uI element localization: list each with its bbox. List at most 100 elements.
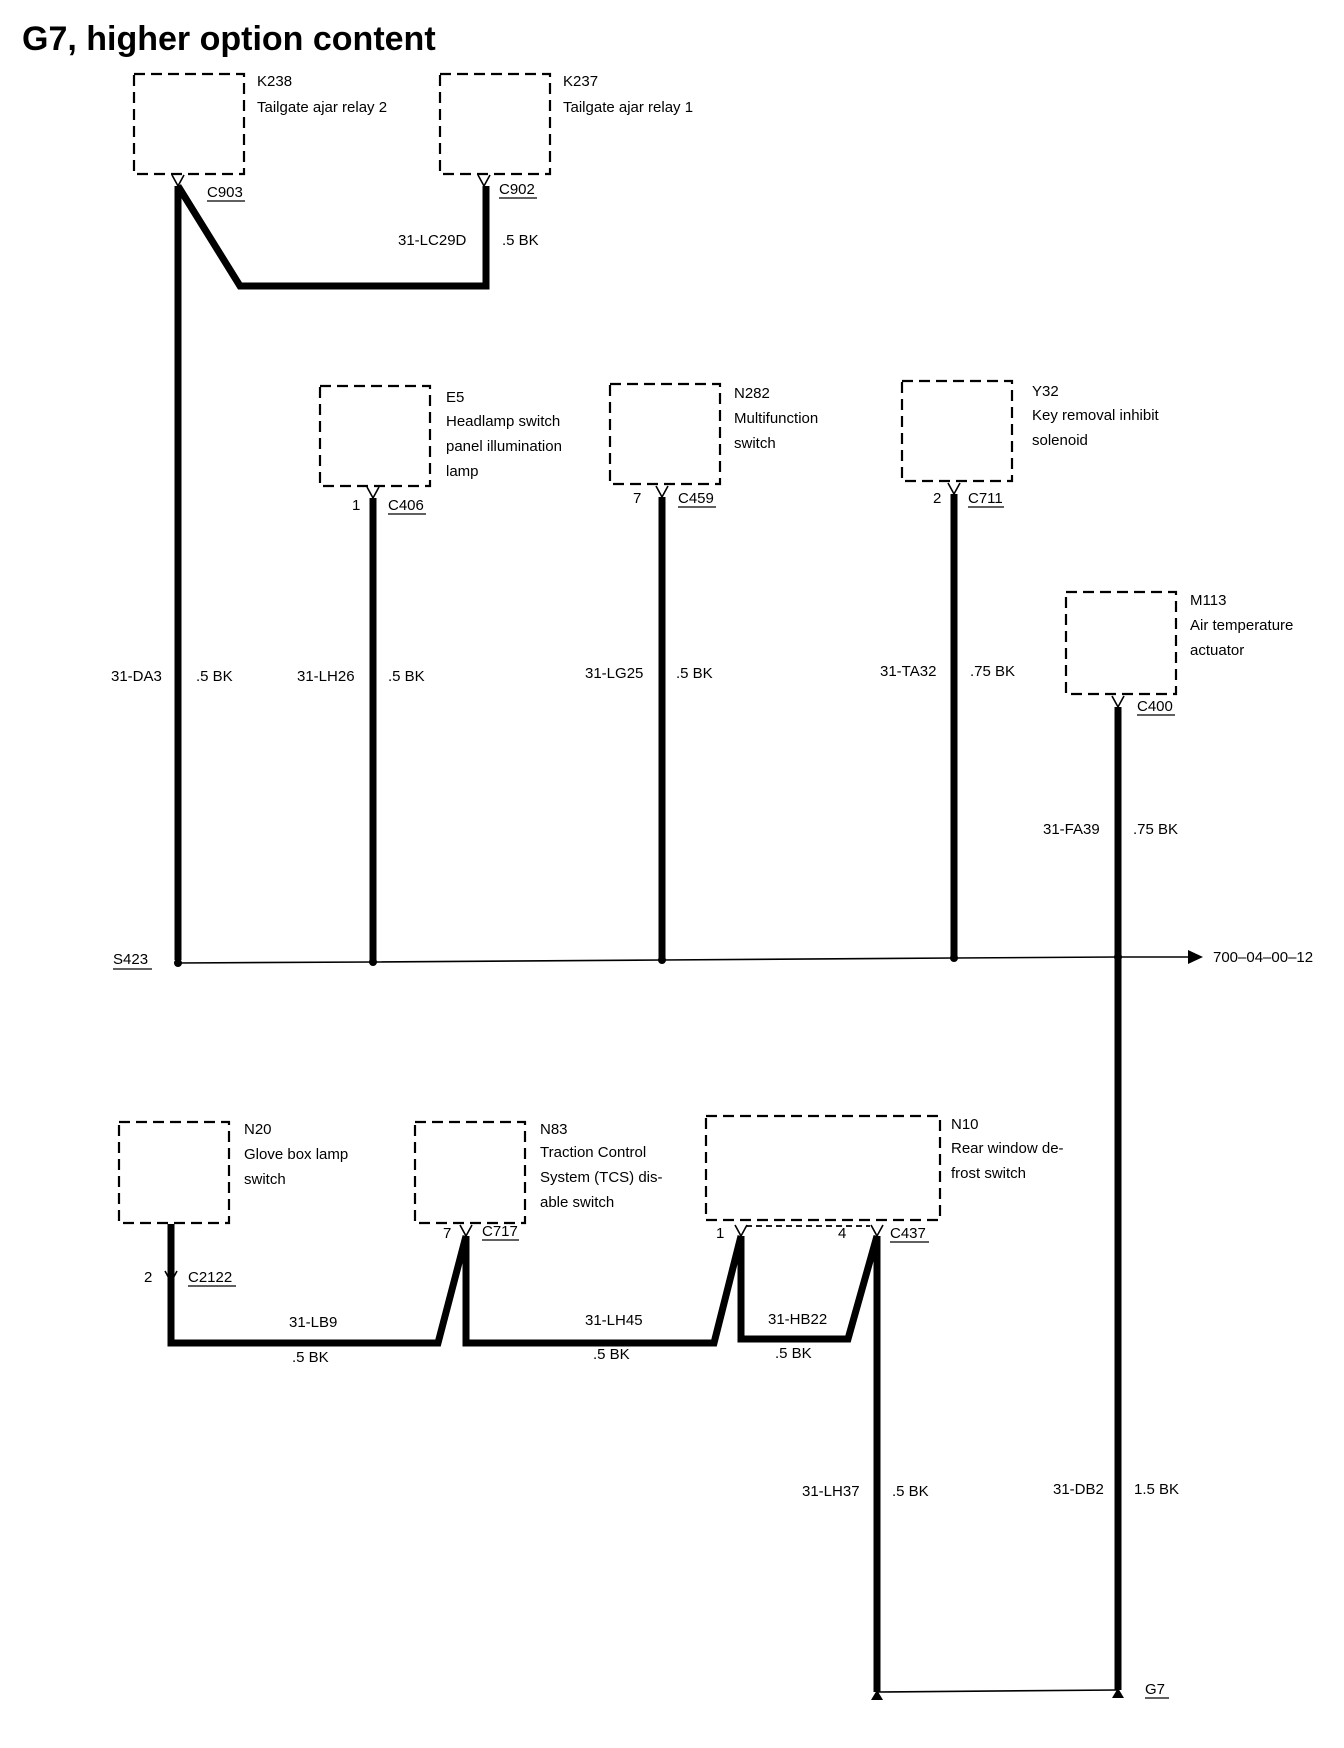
connector-c902-label: C902 (499, 181, 535, 198)
splice-s423-bus (177, 956, 1192, 964)
component-n282: N282 Multifunction switch (608, 382, 818, 486)
wire-31-lh37-code: 31-LH37 (802, 1483, 860, 1500)
component-n10-name-1: Rear window de- (951, 1140, 1064, 1157)
connector-c459-pin: 7 (633, 490, 641, 507)
component-n282-name-1: Multifunction (734, 410, 818, 427)
wire-31-lb9 (167, 1224, 470, 1347)
connector-c711-symbol (947, 482, 961, 496)
component-n282-name-2: switch (734, 435, 776, 452)
wire-31-fa39-code: 31-FA39 (1043, 821, 1100, 838)
component-y32-name-2: solenoid (1032, 432, 1088, 449)
component-m113: M113 Air temperature actuator (1064, 590, 1293, 696)
connector-c406-pin: 1 (352, 497, 360, 514)
wire-31-lc29d-size: .5 BK (502, 232, 539, 249)
component-k237-id: K237 (563, 73, 598, 90)
component-m113-name-1: Air temperature (1190, 617, 1293, 634)
component-n282-box (608, 382, 722, 486)
wire-31-lb9-size: .5 BK (292, 1349, 329, 1366)
connector-c437-pin4-symbol (870, 1224, 884, 1238)
component-k237-box (438, 72, 552, 176)
component-n10: N10 Rear window de- frost switch (704, 1114, 1064, 1222)
connector-c711-label: C711 (968, 490, 1003, 507)
component-n83-name-3: able switch (540, 1194, 614, 1211)
component-y32: Y32 Key removal inhibit solenoid (900, 379, 1160, 483)
wire-31-lg25-code: 31-LG25 (585, 665, 643, 682)
connector-c400-symbol (1111, 695, 1125, 709)
component-n20: N20 Glove box lamp switch (117, 1120, 348, 1225)
wire-31-db2-size: 1.5 BK (1134, 1481, 1179, 1498)
connector-c903-symbol (171, 174, 185, 188)
component-n20-box (117, 1120, 231, 1225)
ground-terminal-icon (871, 1690, 883, 1700)
component-k238-id: K238 (257, 73, 292, 90)
ground-g7-bus (876, 1689, 1119, 1693)
wire-31-da3-code: 31-DA3 (111, 668, 162, 685)
component-k238: K238 Tailgate ajar relay 2 (132, 72, 387, 176)
component-k238-name: Tailgate ajar relay 2 (257, 99, 387, 116)
connector-c711-pin: 2 (933, 490, 941, 507)
component-n20-name-2: switch (244, 1171, 286, 1188)
component-n20-id: N20 (244, 1121, 272, 1138)
wire-31-ta32-code: 31-TA32 (880, 663, 936, 680)
wire-31-lc29d (175, 184, 490, 290)
continuation-reference: 700–04–00–12 (1213, 949, 1313, 966)
page-title: G7, higher option content (22, 20, 436, 58)
connector-c2122-label: C2122 (188, 1269, 232, 1286)
component-k237-name: Tailgate ajar relay 1 (563, 99, 693, 116)
component-e5-name-3: lamp (446, 463, 479, 480)
component-n282-id: N282 (734, 385, 770, 402)
continuation-arrow-icon (1188, 950, 1203, 964)
component-y32-box (900, 379, 1014, 483)
component-n10-id: N10 (951, 1116, 979, 1133)
component-e5-box (318, 384, 432, 488)
wire-31-hb22-code: 31-HB22 (768, 1311, 827, 1328)
splice-s423-label: S423 (113, 951, 148, 968)
component-n10-name-2: frost switch (951, 1165, 1026, 1182)
wire-31-lh45 (462, 1235, 745, 1347)
connector-c717-label: C717 (482, 1223, 518, 1240)
wire-31-hb22-size: .5 BK (775, 1345, 812, 1362)
connector-c902-symbol (477, 174, 491, 188)
component-n83-name-2: System (TCS) dis- (540, 1169, 663, 1186)
wire-31-fa39-size: .75 BK (1133, 821, 1178, 838)
connector-c717-symbol (459, 1224, 473, 1238)
splice-dot (369, 958, 377, 966)
component-e5-id: E5 (446, 389, 464, 406)
component-n10-box (704, 1114, 942, 1222)
component-k237: K237 Tailgate ajar relay 1 (438, 72, 693, 176)
wire-31-hb22 (737, 1235, 881, 1343)
ground-terminal-icon (1112, 1688, 1124, 1698)
wire-31-lh26-size: .5 BK (388, 668, 425, 685)
component-n83-box (413, 1120, 527, 1225)
connector-c437-pin1-symbol (734, 1224, 748, 1238)
wire-31-lc29d-code: 31-LC29D (398, 232, 467, 249)
splice-dot (658, 956, 666, 964)
component-m113-id: M113 (1190, 592, 1226, 609)
component-y32-name-1: Key removal inhibit (1032, 407, 1160, 424)
connector-c406-label: C406 (388, 497, 424, 514)
connector-c717-pin: 7 (443, 1225, 451, 1242)
component-e5-name-2: panel illumination (446, 438, 562, 455)
wire-31-da3-size: .5 BK (196, 668, 233, 685)
connector-c459-symbol (655, 485, 669, 499)
connector-c903-label: C903 (207, 184, 243, 201)
wire-31-lh45-code: 31-LH45 (585, 1312, 643, 1329)
splice-dot (174, 959, 182, 967)
wire-31-lh26-code: 31-LH26 (297, 668, 355, 685)
component-n83: N83 Traction Control System (TCS) dis- a… (413, 1120, 663, 1225)
connector-c400-label: C400 (1137, 698, 1173, 715)
component-y32-id: Y32 (1032, 383, 1059, 400)
wire-31-lh37-size: .5 BK (892, 1483, 929, 1500)
connector-c437-label: C437 (890, 1225, 926, 1242)
wire-31-lg25-size: .5 BK (676, 665, 713, 682)
splice-dot (950, 954, 958, 962)
component-k238-box (132, 72, 246, 176)
component-n83-name-1: Traction Control (540, 1144, 646, 1161)
wire-31-lb9-code: 31-LB9 (289, 1314, 337, 1331)
connector-c437-pin-1: 1 (716, 1225, 724, 1242)
connector-c2122-pin: 2 (144, 1269, 152, 1286)
connector-c437-pin-4: 4 (838, 1225, 846, 1242)
component-m113-box (1064, 590, 1178, 696)
wire-31-lh45-size: .5 BK (593, 1346, 630, 1363)
